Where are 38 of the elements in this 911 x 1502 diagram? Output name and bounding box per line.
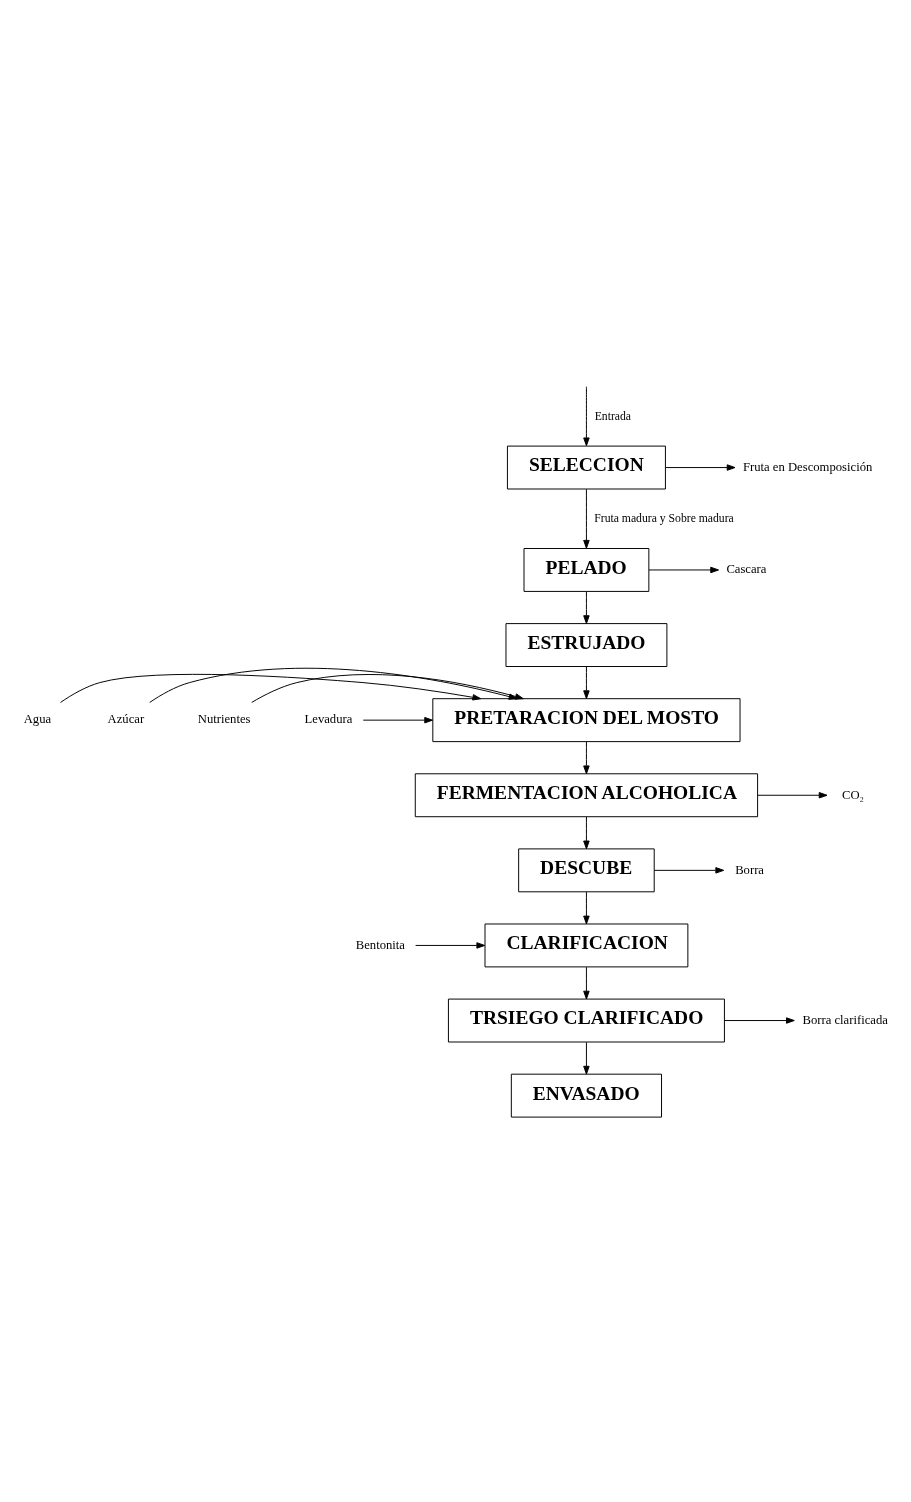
node-text: Levadura [304, 711, 353, 726]
arrow [60, 673, 482, 703]
arrow [583, 966, 590, 999]
arrow [724, 1016, 795, 1024]
node-text: Azúcar [107, 711, 145, 726]
arrow [757, 791, 828, 798]
node-box: ESTRUJADO [505, 622, 668, 667]
node-box: PELADO [523, 547, 650, 592]
node-box: PRETARACION DEL MOSTO [432, 697, 741, 742]
edge-label: Entrada [594, 409, 632, 423]
node-text: Borra [735, 862, 764, 877]
node-box: ENVASADO [510, 1073, 662, 1118]
arrow [583, 385, 590, 446]
node-text: Agua [23, 711, 52, 726]
node-text: Borra clarificada [802, 1012, 888, 1027]
node-box: SELECCION [506, 445, 666, 489]
node-box: FERMENTACION ALCOHOLICA [414, 772, 759, 817]
arrow [583, 665, 590, 699]
arrow [415, 941, 486, 949]
edge-label: Fruta madura y Sobre madura [594, 511, 734, 525]
arrow [583, 740, 590, 774]
node-text: Fruta en Descomposición [742, 459, 873, 474]
arrow [583, 891, 590, 924]
node-text: CO₂ [841, 787, 864, 802]
node-text: Nutrientes [197, 711, 251, 726]
arrow [583, 1041, 590, 1075]
node-box: TRSIEGO CLARIFICADO [447, 998, 725, 1042]
node-box: DESCUBE [518, 847, 655, 892]
arrow [665, 463, 736, 471]
node-text: Bentonita [355, 937, 405, 952]
arrow [653, 866, 725, 874]
arrow [648, 566, 720, 573]
arrow [583, 488, 590, 549]
arrow [583, 590, 590, 624]
node-text: Cascara [726, 561, 767, 576]
arrow [362, 716, 434, 723]
node-box: CLARIFICACION [484, 923, 689, 967]
arrow [583, 816, 590, 849]
